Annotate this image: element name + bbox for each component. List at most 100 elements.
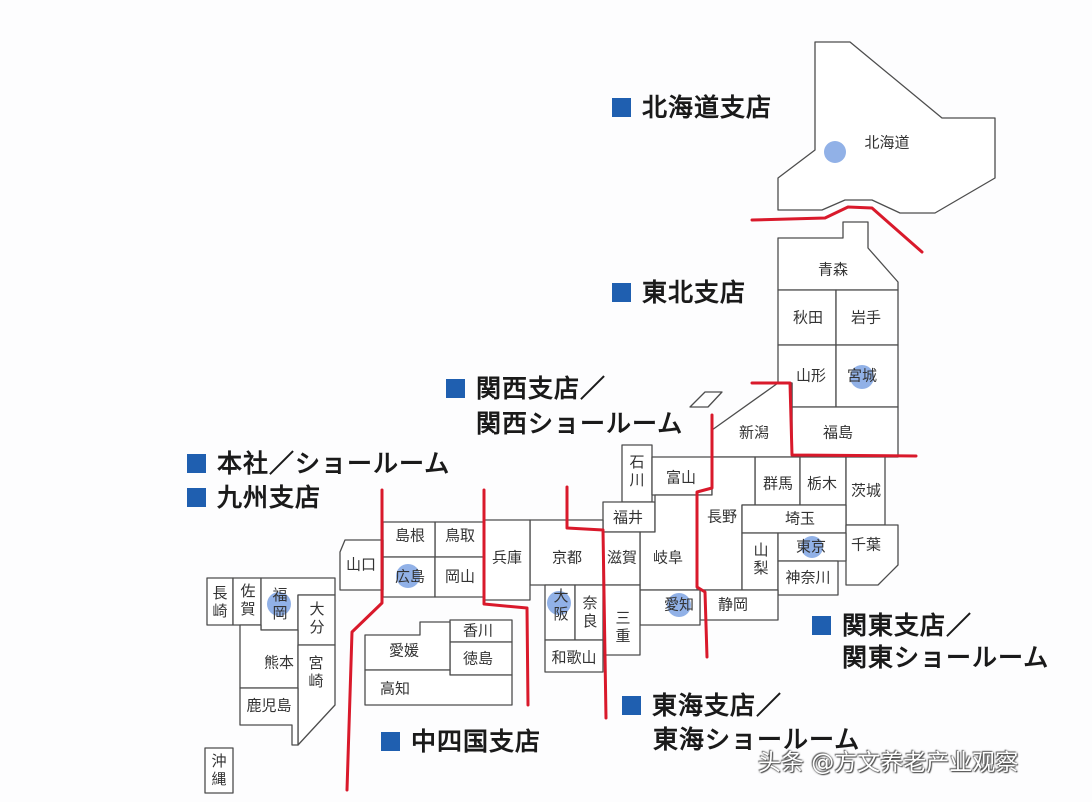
branch-headquarters: 本社／ショールーム	[187, 450, 450, 476]
prefecture-label-hyogo: 兵庫	[491, 548, 523, 567]
prefecture-label-iwate: 岩手	[850, 308, 882, 327]
branch-marker-icon	[187, 453, 206, 473]
prefecture-label-tokyo: 東京	[795, 537, 827, 556]
prefecture-label-tokushima: 徳島	[462, 649, 494, 668]
prefecture-label-okayama: 岡山	[444, 567, 476, 586]
branch-marker-icon	[381, 731, 400, 751]
branch-chushikoku: 中四国支店	[381, 728, 541, 754]
prefecture-label-gifu: 岐阜	[652, 548, 684, 567]
prefecture-shape-hokkaido	[777, 41, 996, 214]
branch-tokai-label: 東海支店／	[652, 690, 783, 720]
office-marker-aichi	[667, 593, 691, 617]
prefecture-label-yamaguchi: 山口	[345, 555, 377, 574]
prefecture-label-aichi: 愛知	[663, 595, 695, 614]
branch-marker-icon	[812, 615, 831, 635]
prefecture-label-hiroshima: 広島	[394, 567, 426, 586]
office-marker-tokyo	[801, 536, 823, 558]
branch-kansai: 関西支店／	[446, 375, 606, 401]
region-divider-tokai-kansai	[565, 485, 608, 720]
prefecture-label-niigata: 新潟	[738, 423, 770, 442]
branch-kyushu: 九州支店	[187, 484, 321, 510]
branch-tohoku: 東北支店	[612, 279, 746, 305]
region-divider-kanto-tokai	[695, 413, 714, 659]
office-marker-fukuoka	[267, 592, 291, 616]
prefecture-label-toyama: 富山	[665, 468, 697, 487]
branch-hokkaido: 北海道支店	[612, 94, 772, 120]
branch-marker-icon	[187, 487, 206, 507]
branch-headquarters-label: 本社／ショールーム	[217, 448, 451, 478]
prefecture-label-mie: 三重	[613, 610, 632, 646]
prefecture-shape-kanagawa	[777, 560, 839, 596]
branch-marker-icon	[622, 695, 641, 715]
office-marker-hokkaido	[824, 141, 846, 163]
prefecture-shape-chiba	[845, 524, 899, 586]
branch-hokkaido-label: 北海道支店	[642, 92, 773, 122]
branch-tohoku-label: 東北支店	[642, 277, 747, 307]
prefecture-label-fukushima: 福島	[822, 423, 854, 442]
branch-kansai-showroom-label: 関西ショールーム	[476, 408, 684, 438]
branch-kanto-label: 関東支店／	[842, 610, 973, 640]
prefecture-shape-aomori	[777, 221, 899, 291]
branch-tokai-showroom-label: 東海ショールーム	[653, 724, 861, 754]
prefecture-label-shizuoka: 静岡	[717, 595, 749, 614]
prefecture-label-nagano: 長野	[706, 507, 738, 526]
region-divider-hokkaido-tohoku	[750, 205, 924, 254]
prefecture-shape-kochi	[364, 669, 513, 706]
prefecture-label-chiba: 千葉	[850, 535, 882, 554]
region-divider-kansai-chushikoku	[482, 488, 530, 707]
branch-marker-icon	[446, 378, 465, 398]
prefecture-label-ishikawa: 石川	[627, 454, 646, 490]
watermark-text: 头条 @方文养老产业观察	[758, 750, 1019, 776]
branch-kansai-label: 関西支店／	[476, 373, 607, 403]
prefecture-label-oita: 大分	[307, 601, 326, 637]
prefecture-label-saga: 佐賀	[238, 583, 257, 619]
prefecture-label-kagawa: 香川	[462, 621, 494, 640]
branch-tokai: 東海支店／	[622, 692, 782, 718]
prefecture-label-okinawa: 沖縄	[209, 753, 228, 789]
office-marker-miyagi	[850, 365, 874, 389]
branch-chushikoku-label: 中四国支店	[411, 726, 542, 756]
prefecture-label-fukuoka: 福岡	[270, 587, 289, 623]
prefecture-label-aomori: 青森	[817, 260, 849, 279]
prefecture-label-kanagawa: 神奈川	[785, 568, 831, 587]
prefecture-label-osaka: 大阪	[551, 588, 570, 624]
office-marker-osaka	[547, 591, 571, 615]
prefecture-label-tottori: 鳥取	[444, 526, 476, 545]
branch-marker-icon	[612, 282, 631, 302]
prefecture-label-gunma: 群馬	[762, 474, 794, 493]
prefecture-label-akita: 秋田	[792, 308, 824, 327]
prefecture-shape-yamaguchi	[339, 539, 384, 591]
prefecture-label-hokkaido: 北海道	[864, 133, 910, 152]
prefecture-label-shimane: 島根	[394, 526, 426, 545]
office-marker-hiroshima	[396, 564, 420, 588]
prefecture-label-shiga: 滋賀	[606, 548, 638, 567]
region-divider-tohoku-kanto	[750, 381, 918, 458]
prefecture-label-kochi: 高知	[379, 679, 411, 698]
prefecture-label-miyazaki: 宮崎	[306, 655, 325, 691]
prefecture-label-ibaraki: 茨城	[850, 481, 882, 500]
prefecture-label-kumamoto: 熊本	[263, 653, 295, 672]
sado-island-shape	[689, 391, 723, 408]
prefecture-shape-okinawa	[204, 747, 234, 794]
prefecture-label-wakayama: 和歌山	[551, 648, 597, 667]
branch-marker-icon	[612, 97, 631, 117]
prefecture-label-fukui: 福井	[612, 508, 644, 527]
prefecture-label-yamagata: 山形	[795, 366, 827, 385]
prefecture-label-tochigi: 栃木	[806, 474, 838, 493]
prefecture-shape-niigata	[711, 382, 793, 458]
prefecture-shape-kagoshima	[239, 687, 299, 746]
prefecture-label-kagoshima: 鹿児島	[246, 696, 292, 715]
prefecture-label-yamanashi: 山梨	[751, 542, 770, 578]
region-divider-chushikoku-kyushu	[345, 488, 384, 792]
prefecture-label-kyoto: 京都	[551, 548, 583, 567]
prefecture-label-nara: 奈良	[580, 595, 599, 631]
prefecture-label-nagasaki: 長崎	[210, 585, 229, 621]
branch-kyushu-label: 九州支店	[217, 482, 322, 512]
prefecture-label-saitama: 埼玉	[784, 509, 816, 528]
branch-kanto: 関東支店／	[812, 612, 972, 638]
prefecture-shape-wakayama	[544, 639, 604, 673]
branch-kanto-showroom-label: 関東ショールーム	[842, 642, 1050, 672]
prefecture-label-miyagi: 宮城	[846, 366, 878, 385]
